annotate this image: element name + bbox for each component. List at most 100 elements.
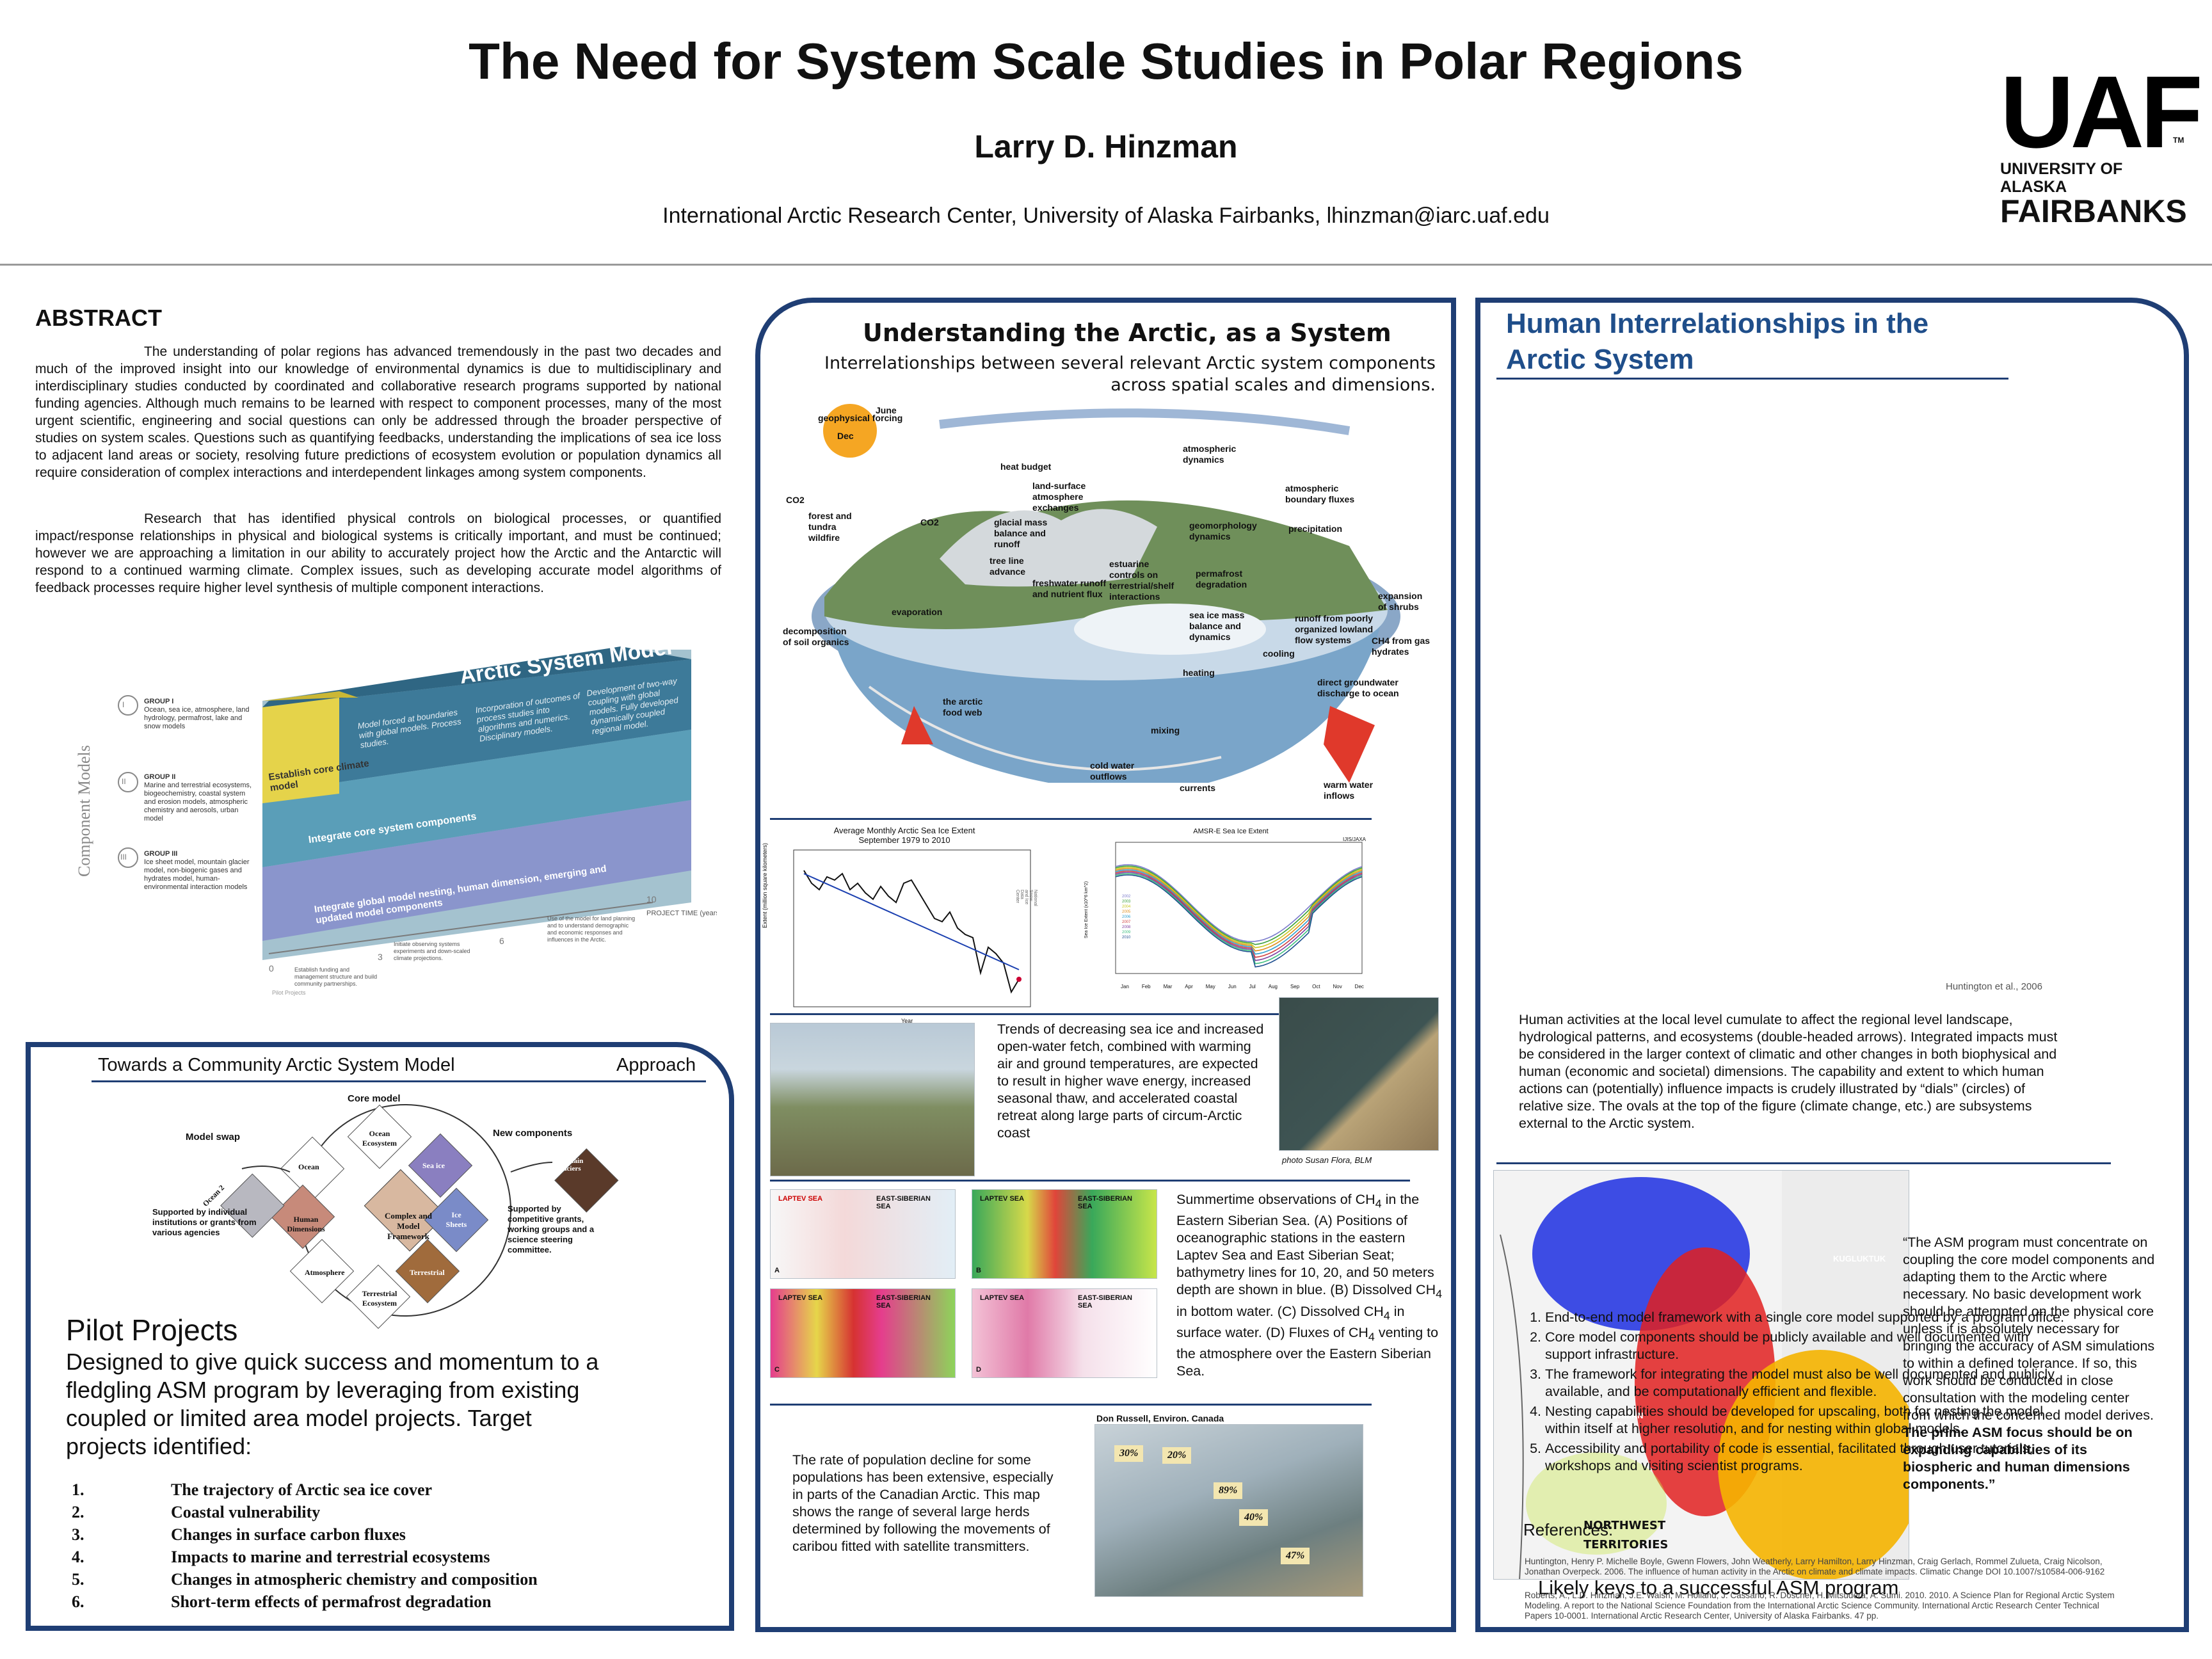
amsr-month: Oct [1312,984,1320,990]
asm-group-2-num: II [122,777,126,786]
amsr-month: Apr [1185,984,1193,990]
arctic-system-model-diagram: Arctic System Model PROJECT TIME (years)… [75,634,722,1011]
understanding-panel: Understanding the Arctic, as a System In… [755,298,1456,1632]
sea-ice-chart-subtitle: September 1979 to 2010 [858,835,950,845]
node-atmosphere: Atmosphere [305,1268,345,1277]
asm-group-3-num: III [120,853,127,862]
label-dec: Dec [837,431,854,441]
new-components-label: New components [493,1128,573,1139]
abstract-heading: ABSTRACT [35,305,162,331]
map-label-nwt-line2: TERRITORIES [1583,1538,1669,1551]
amsr-legend-item: 2003 [1122,900,1131,904]
pilot-item-text: Coastal vulnerability [171,1503,321,1521]
asm-milestone-3: Use of the model for land planning and t… [547,915,636,943]
pilot-item-num: 5. [72,1570,84,1589]
methane-divider [770,1404,1372,1406]
affiliation: International Arctic Research Center, Un… [662,204,1550,228]
illustration-divider [770,818,1372,820]
methane-panel-c-label-laptev: LAPTEV SEA [778,1294,823,1302]
label-ch4-hydrates: CH4 from gas hydrates [1372,636,1431,657]
label-june: June [876,405,897,415]
amsr-chart-badge: IJIS/JAXA [1343,837,1366,842]
methane-panel-d-label-east-siberian: EAST-SIBERIAN SEA [1078,1294,1132,1310]
abstract-paragraph-2: Research that has identified physical co… [35,511,721,595]
uaf-logo-line1: UNIVERSITY OF ALASKA [2000,160,2123,196]
label-decomposition: decomposition of soil organics [783,626,849,647]
node-ocean: Ocean [298,1162,319,1171]
keys-item: Nesting capabilities should be developed… [1545,1403,2070,1438]
methane-panel-c-label-east-siberian: EAST-SIBERIAN SEA [876,1294,931,1310]
asm-tick-0: 0 [269,963,274,974]
keys-heading: Likely keys to a successful ASM program [1538,1576,1899,1599]
pilot-item-num: 4. [72,1548,84,1566]
amsr-series-line [1115,865,1363,945]
pilot-item: 6.Short-term effects of permafrost degra… [68,1591,708,1613]
amsr-series-line [1115,867,1363,949]
methane-panel-b-label-laptev: LAPTEV SEA [980,1195,1025,1203]
pilot-item-text: Impacts to marine and terrestrial ecosys… [171,1548,490,1566]
label-atmospheric-dynamics: atmospheric dynamics [1183,444,1237,465]
pilot-item: 5.Changes in atmospheric chemistry and c… [68,1568,708,1591]
approach-heading: Approach [616,1055,696,1075]
references-heading: References: [1523,1520,1614,1539]
caribou-percent: 40% [1239,1509,1269,1526]
asm-group-1-text: Ocean, sea ice, atmosphere, land hydrolo… [144,706,250,730]
methane-panel-a-label-east-siberian: EAST-SIBERIAN SEA [876,1195,931,1210]
node-terrestrial-ecosystem: Terrestrial Ecosystem [362,1289,397,1308]
human-figure-credit: Huntington et al., 2006 [1946,981,2042,992]
sea-ice-chart-title: Average Monthly Arctic Sea Ice Extent [833,826,975,835]
methane-caption: Summertime observations of CH4 in the Ea… [1176,1191,1445,1380]
map-label-norman-wells: NORMAN WELLS [1606,1411,1644,1430]
methane-panel-b-label-east-siberian: EAST-SIBERIAN SEA [1078,1195,1132,1210]
uaf-logo-mark: UAF [2000,54,2203,169]
node-mountain-glaciers: Mountain Glaciers [553,1157,584,1173]
photo-credit: photo Susan Flora, BLM [1282,1155,1372,1165]
amsr-series-line [1115,864,1363,942]
caribou-tracks-svg [1500,1171,1909,1579]
methane-caption-sub: 4 [1383,1308,1390,1322]
asm-diagram-svg: Arctic System Model PROJECT TIME (years)… [75,635,722,974]
amsr-month: Sep [1290,984,1300,990]
poster-title: The Need for System Scale Studies in Pol… [469,33,1743,90]
asm-group-2-name: GROUP II [144,773,176,781]
label-boundary-fluxes: atmospheric boundary fluxes [1285,483,1355,504]
amsr-month: Jan [1121,984,1129,990]
label-lowland-runoff: runoff from poorly organized lowland flo… [1295,613,1374,645]
amsr-chart-svg [1115,842,1363,974]
methane-panel-a-letter: A [774,1267,780,1274]
label-wildfire: forest and tundra wildfire [808,511,852,543]
pilot-projects-intro: Designed to give quick success and momen… [66,1349,599,1459]
keys-list: End-to-end model framework with a single… [1517,1309,2070,1477]
aerial-coast-photo [1279,997,1439,1151]
core-model-label: Core model [348,1093,401,1104]
amsr-month: Jul [1249,984,1256,990]
asm-quote-text: “The ASM program must concentrate on cou… [1903,1235,2155,1423]
label-mixing: mixing [1151,725,1180,735]
amsr-chart-ylabel: Sea Ice Extent (x10^6 km^2) [1084,881,1089,939]
uaf-logo-line2: FAIRBANKS [2000,193,2187,229]
label-heating: heating [1183,668,1215,678]
pilot-item-num: 1. [72,1480,84,1499]
amsr-series-line [1115,873,1363,965]
asm-tick-10: 10 [646,894,657,904]
label-glacial-mass: glacial mass balance and runoff [994,517,1048,549]
methane-caption-sub: 4 [1436,1287,1443,1301]
label-co2-middle: CO2 [920,517,939,527]
community-underline [92,1080,706,1082]
asm-tick-3: 3 [378,952,383,962]
asm-quote: “The ASM program must concentrate on cou… [1903,1234,2159,1493]
abstract-paragraph-1: The understanding of polar regions has a… [35,344,721,480]
asm-group-3-name: GROUP III [144,850,178,858]
amsr-month: Aug [1268,984,1278,990]
asm-pilot-label: Pilot Projects [272,990,306,996]
label-evaporation: evaporation [892,607,943,617]
label-land-surface: land-surface atmosphere exchanges [1032,481,1086,513]
label-co2-left: CO2 [786,495,805,505]
amsr-legend-item: 2007 [1122,920,1131,924]
label-estuarine: estuarine controls on terrestrial/shelf … [1109,559,1174,602]
